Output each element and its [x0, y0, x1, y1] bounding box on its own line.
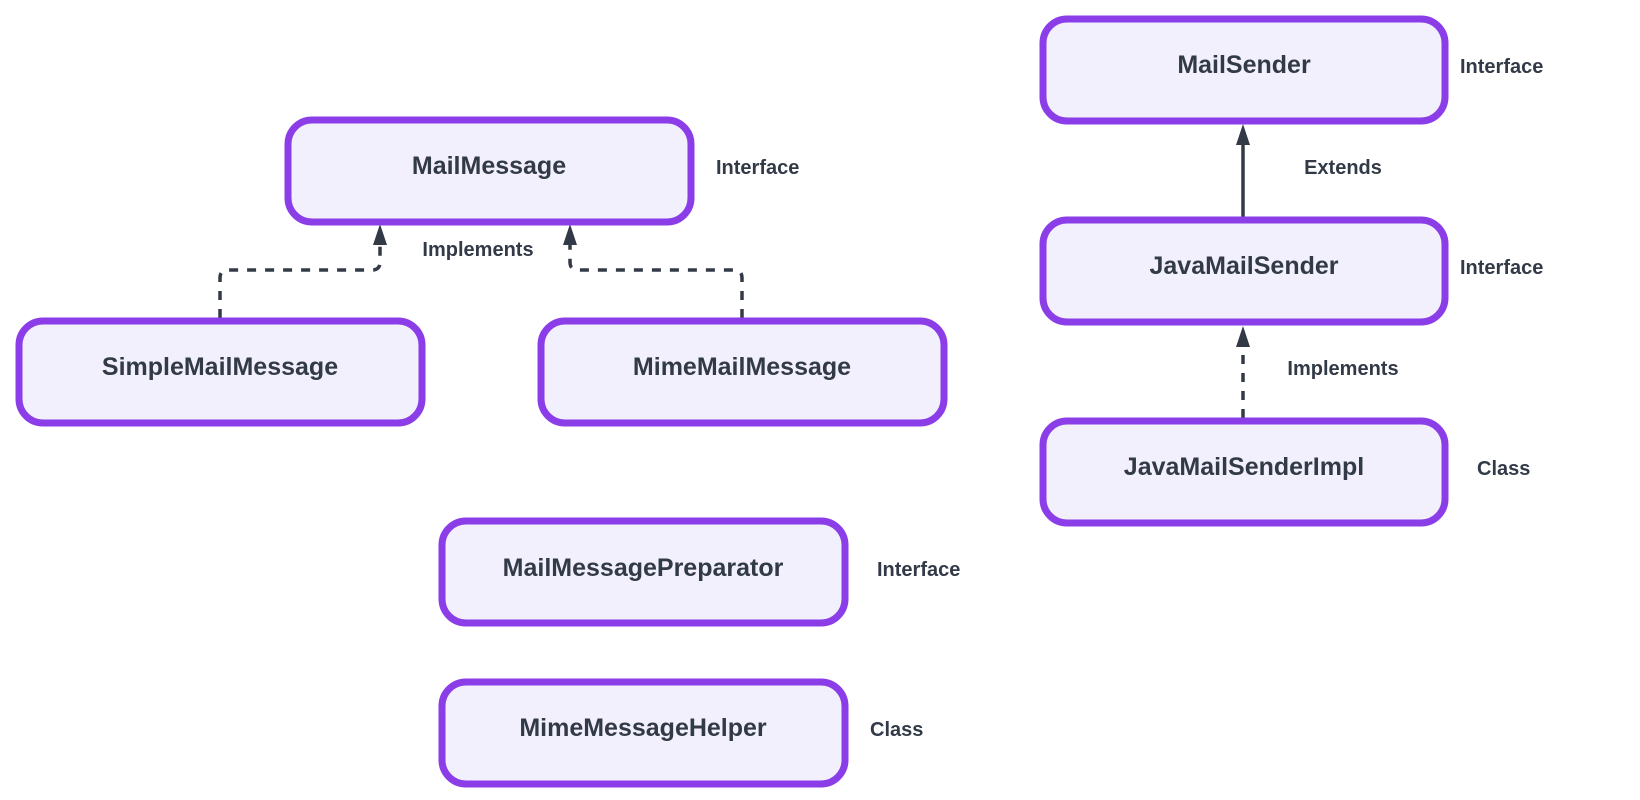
- arrowhead: [563, 224, 577, 245]
- edge-label-extends: Extends: [1304, 157, 1382, 179]
- node-label: MailMessagePreparator: [503, 554, 784, 582]
- edge-java-mail-sender-to-mail-sender: [1236, 124, 1250, 218]
- edge-java-mail-sender-impl-to-java-mail-sender: [1236, 326, 1250, 418]
- node-mail-message-preparator[interactable]: MailMessagePreparator: [438, 517, 849, 627]
- type-label: Class: [870, 719, 923, 741]
- node-java-mail-sender[interactable]: JavaMailSender: [1039, 216, 1449, 326]
- type-label: Interface: [877, 559, 960, 581]
- node-label: JavaMailSenderImpl: [1124, 453, 1364, 481]
- arrowhead: [1236, 124, 1250, 145]
- node-mail-sender[interactable]: MailSender: [1039, 15, 1449, 125]
- type-label: Interface: [1460, 257, 1543, 279]
- node-label: MimeMailMessage: [633, 353, 851, 381]
- edge-simple-mail-message-to-mail-message: [218, 224, 387, 318]
- edge-label-implements: Implements: [422, 239, 533, 261]
- node-label: MailSender: [1177, 51, 1311, 79]
- node-mail-message[interactable]: MailMessage: [284, 116, 695, 226]
- type-label: Interface: [1460, 56, 1543, 78]
- node-label: MailMessage: [412, 152, 566, 180]
- edge-mime-mail-message-to-mail-message: [563, 224, 744, 318]
- type-label: Interface: [716, 157, 799, 179]
- node-mime-message-helper[interactable]: MimeMessageHelper: [438, 678, 849, 788]
- node-label: SimpleMailMessage: [102, 353, 338, 381]
- node-simple-mail-message[interactable]: SimpleMailMessage: [15, 317, 426, 427]
- node-mime-mail-message[interactable]: MimeMailMessage: [537, 317, 948, 427]
- node-java-mail-sender-impl[interactable]: JavaMailSenderImpl: [1039, 417, 1449, 527]
- node-label: MimeMessageHelper: [519, 714, 767, 742]
- arrowhead: [373, 224, 387, 245]
- edge-label-implements: Implements: [1287, 358, 1398, 380]
- type-label: Class: [1477, 458, 1530, 480]
- node-label: JavaMailSender: [1150, 252, 1339, 280]
- arrowhead: [1236, 326, 1250, 347]
